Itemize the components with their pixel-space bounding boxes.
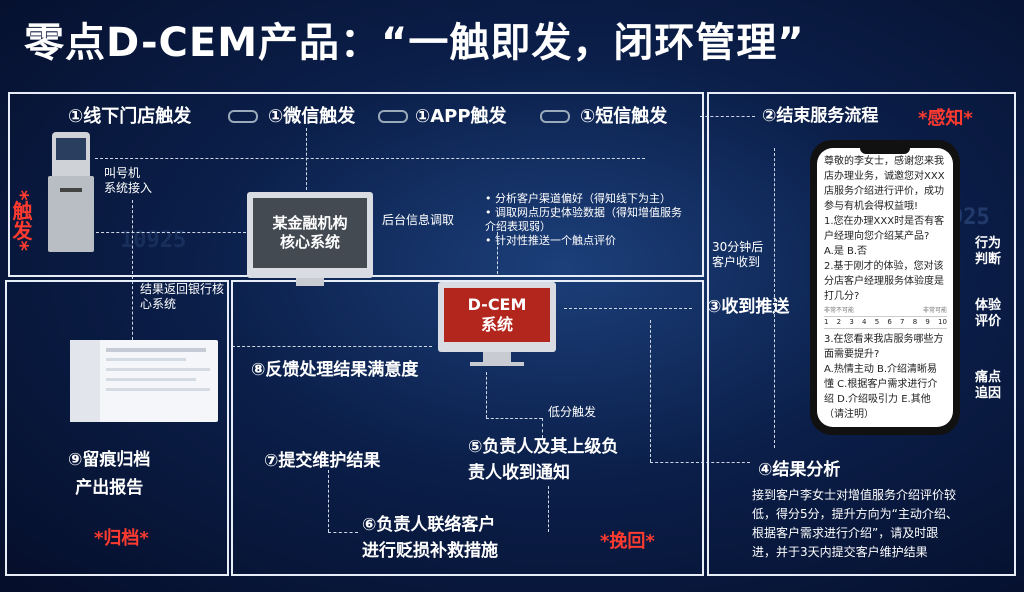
- arrow: [232, 346, 432, 347]
- arrow: [564, 308, 692, 309]
- arrow: [328, 532, 358, 533]
- bank-monitor: 某金融机构 核心系统: [247, 192, 373, 278]
- scale-option[interactable]: 10: [938, 318, 947, 326]
- arrow: [700, 116, 755, 117]
- arrow: [96, 232, 246, 233]
- bank-system-label: 某金融机构 核心系统: [253, 198, 367, 268]
- phone-mockup: 尊敬的李女士，感谢您来我店办理业务，诚邀您对XXX店服务介绍进行评价，成功参与有…: [810, 140, 960, 435]
- arrow: [542, 418, 543, 438]
- kiosk-icon: [46, 132, 96, 254]
- analysis-result: 接到客户李女士对增值服务介绍评价较低，得分5分，提升方向为“主动介绍、根据客户需…: [752, 488, 958, 559]
- step-6: ⑥负责人联络客户 进行贬损补救措施: [362, 515, 498, 561]
- analysis-item: • 调取网点历史体验数据（得知增值服务介绍表现弱）: [485, 206, 682, 233]
- trigger-wechat: ①微信触发: [268, 106, 356, 127]
- dcem-system-label: D-CEM 系统: [444, 288, 550, 342]
- perceive-tag: *感知*: [918, 108, 973, 129]
- survey-q2: 2.基于刚才的体验，您对该分店客户经理服务体验度是打几分?: [824, 261, 944, 302]
- survey-q3: 3.在您看来我店服务哪些方面需要提升?: [824, 334, 944, 360]
- scale-option[interactable]: 2: [836, 318, 842, 326]
- scale-option[interactable]: 3: [849, 318, 854, 326]
- kiosk-label: 叫号机 系统接入: [104, 166, 153, 195]
- survey-greeting: 尊敬的李女士，感谢您来我店办理业务，诚邀您对XXX店服务介绍进行评价，成功参与有…: [824, 156, 945, 212]
- low-score-label: 低分触发: [548, 405, 597, 419]
- step-5: ⑤负责人及其上级负 责人收到通知: [468, 437, 619, 483]
- arrow: [132, 200, 133, 350]
- report-screenshot: [70, 340, 218, 422]
- trigger-tag: *触发*: [9, 168, 33, 255]
- arrow: [95, 158, 645, 159]
- step-4: ④结果分析: [758, 460, 841, 480]
- analysis-item: • 针对性推送一个触点评价: [485, 234, 616, 247]
- step-9: ⑨留痕归档 产出报告: [68, 450, 151, 498]
- arrow: [548, 486, 549, 532]
- link-icon: [378, 110, 408, 123]
- archive-frame: [5, 280, 229, 576]
- recover-tag: *挽回*: [600, 531, 655, 552]
- scale-option[interactable]: 7: [900, 318, 905, 326]
- link-icon: [228, 110, 258, 123]
- arrow: [306, 128, 307, 190]
- trigger-app: ①APP触发: [415, 106, 507, 127]
- step-8: ⑧反馈处理结果满意度: [251, 360, 419, 380]
- trigger-sms: ①短信触发: [580, 106, 668, 127]
- phone-screen: 尊敬的李女士，感谢您来我店办理业务，诚邀您对XXX店服务介绍进行评价，成功参与有…: [817, 148, 953, 427]
- step-7: ⑦提交维护结果: [264, 451, 381, 471]
- monitor-stand: [483, 352, 511, 362]
- dcem-monitor: D-CEM 系统: [438, 282, 556, 352]
- arrow: [650, 320, 651, 462]
- step-3: ③收到推送: [707, 297, 790, 317]
- arrow: [650, 462, 750, 463]
- arrow: [486, 418, 542, 419]
- scale-option[interactable]: 4: [862, 318, 867, 326]
- side-label-behavior: 行为 判断: [975, 236, 1002, 267]
- push-delay-label: 30分钟后 客户收到: [712, 240, 764, 269]
- arrow: [774, 148, 775, 448]
- analysis-item: • 分析客户渠道偏好（得知线下为主）: [485, 192, 671, 205]
- arrow: [486, 372, 487, 418]
- side-label-pain: 痛点 追因: [975, 370, 1002, 401]
- analysis-list: • 分析客户渠道偏好（得知线下为主） • 调取网点历史体验数据（得知增值服务介绍…: [485, 192, 685, 248]
- link-icon: [540, 110, 570, 123]
- scale-option[interactable]: 6: [887, 318, 892, 326]
- trigger-tag-text: *触发*: [9, 190, 33, 251]
- step-2: ②结束服务流程: [762, 106, 879, 126]
- survey-q3-options: A.热情主动 B.介绍清晰易懂 C.根据客户需求进行介绍 D.介绍吸引力 E.其…: [824, 364, 938, 420]
- trigger-offline: ①线下门店触发: [68, 106, 192, 127]
- scale-option[interactable]: 5: [874, 318, 880, 326]
- result-return-label: 结果返回银行核 心系统: [140, 282, 225, 311]
- page-title: 零点D-CEM产品：“一触即发，闭环管理”: [24, 20, 805, 66]
- scale-option[interactable]: 8: [912, 318, 918, 326]
- arrow: [497, 232, 498, 274]
- monitor-stand: [296, 278, 324, 286]
- side-label-experience: 体验 评价: [975, 298, 1002, 329]
- survey-q1: 1.您在办理XXX时是否有客户经理向您介绍某产品?: [824, 216, 945, 242]
- backend-label: 后台信息调取: [382, 213, 455, 227]
- phone-notch: [860, 146, 910, 154]
- archive-tag: *归档*: [94, 528, 149, 549]
- dcem-frame: [231, 280, 704, 576]
- survey-q1-options: A.是 B.否: [824, 246, 868, 257]
- scale-option[interactable]: 9: [925, 318, 930, 326]
- phone-frame: [707, 92, 1016, 576]
- arrow: [328, 470, 329, 532]
- scale-option[interactable]: 1: [824, 318, 829, 326]
- monitor-base: [470, 362, 524, 366]
- scale-ends: 非常不可能非常可能: [824, 307, 947, 314]
